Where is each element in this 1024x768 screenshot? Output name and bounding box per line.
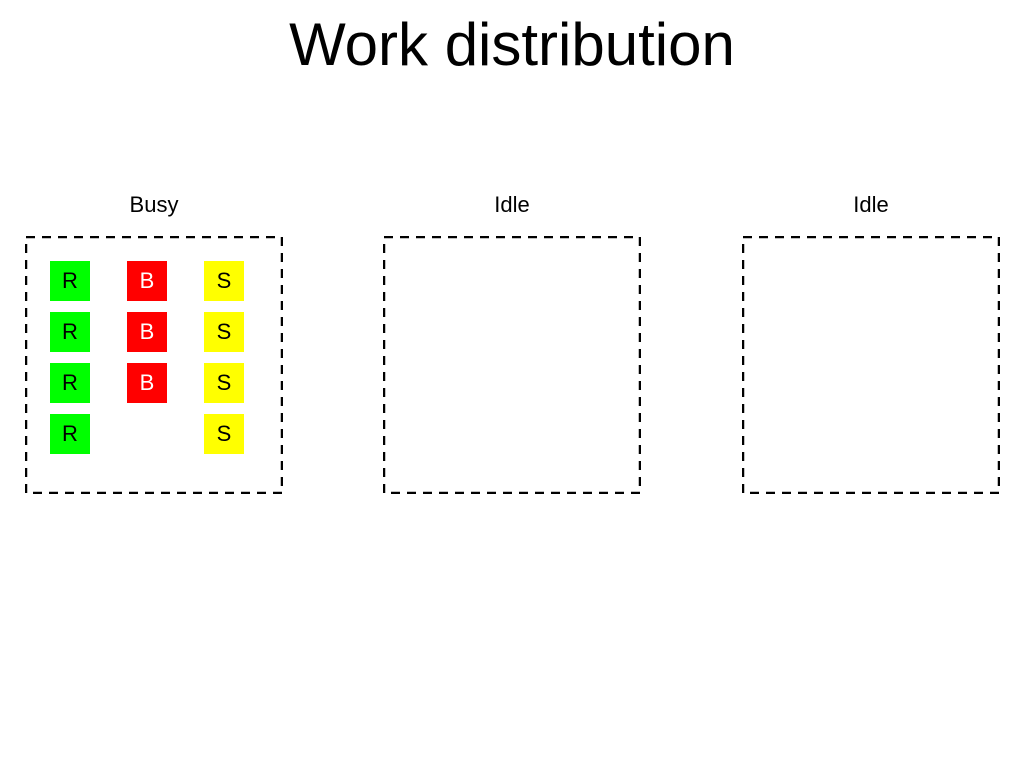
task-tile-r: R [50,414,90,454]
task-tile-b: B [127,312,167,352]
task-tile-r: R [50,312,90,352]
task-tile-r: R [50,261,90,301]
worker-box [742,236,1000,494]
task-tile-b: B [127,261,167,301]
task-tile-s: S [204,363,244,403]
task-tile-s: S [204,312,244,352]
task-tile-b: B [127,363,167,403]
worker-box [383,236,641,494]
task-tile-s: S [204,414,244,454]
task-tile-s: S [204,261,244,301]
worker-status-label: Idle [853,192,889,217]
worker-status-label: Busy [129,192,179,217]
task-tile-r: R [50,363,90,403]
dashed-border [25,236,283,494]
worker-status-label: Idle [494,192,530,217]
dashed-border [742,236,1000,494]
dashed-border [383,236,641,494]
page-title: Work distribution [289,11,735,78]
